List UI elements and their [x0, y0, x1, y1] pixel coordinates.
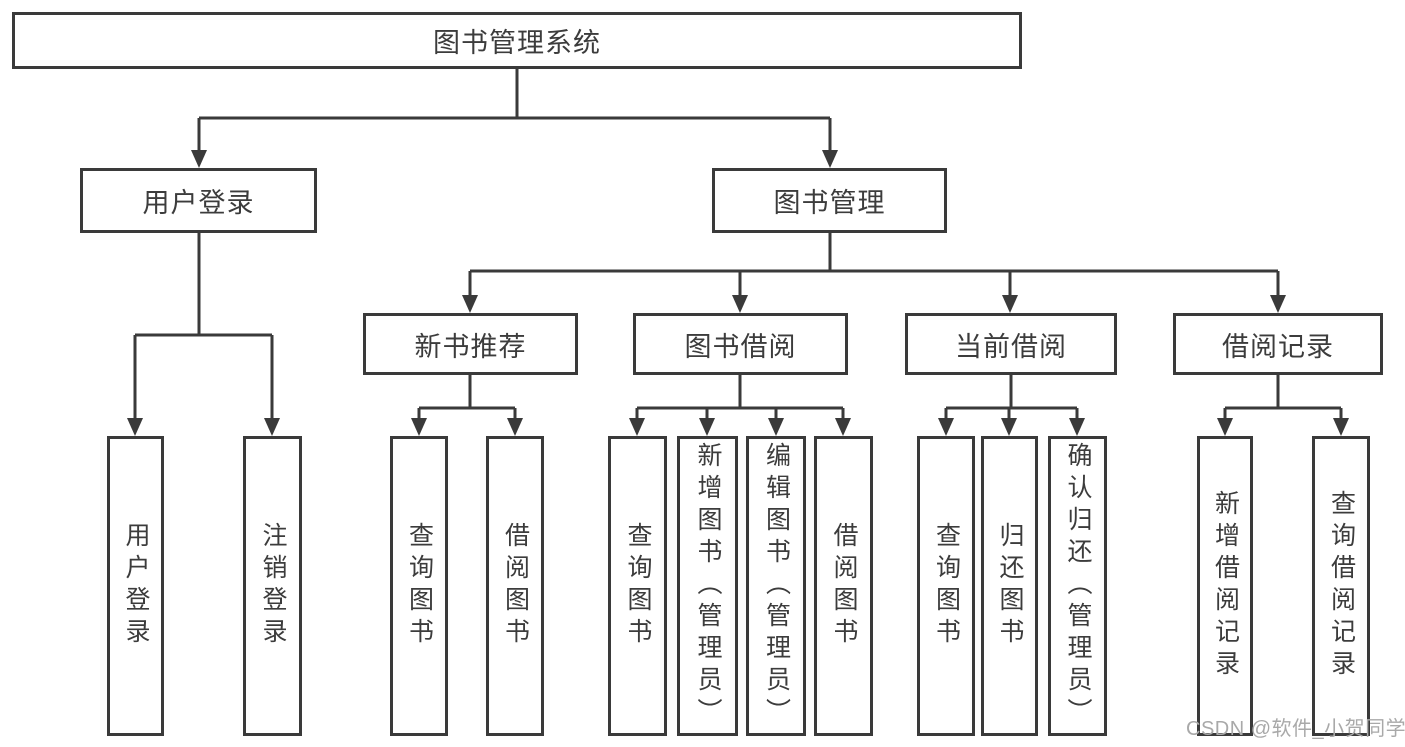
leaf-borrow-book-1: 借阅图书	[486, 436, 544, 736]
node-book-borrowing-label: 图书借阅	[684, 331, 797, 362]
node-current-borrowing-label: 当前借阅	[955, 331, 1067, 362]
node-new-book-recommendation-label: 新书推荐	[414, 331, 527, 362]
leaf-confirm-return-admin-label: 确认归还（管理员）	[1064, 442, 1092, 730]
leaf-query-borrow-record: 查询借阅记录	[1312, 436, 1370, 736]
node-user-login: 用户登录	[80, 168, 317, 233]
leaf-query-book-1: 查询图书	[390, 436, 448, 736]
leaf-borrow-book-2: 借阅图书	[814, 436, 873, 736]
node-root: 图书管理系统	[12, 12, 1022, 69]
node-new-book-recommendation: 新书推荐	[363, 313, 578, 375]
leaf-add-book-admin-label: 新增图书（管理员）	[694, 442, 722, 730]
node-book-management-label: 图书管理	[773, 188, 886, 218]
leaf-edit-book-admin-label: 编辑图书（管理员）	[762, 442, 791, 730]
leaf-logout: 注销登录	[243, 436, 302, 736]
leaf-borrow-book-1-label: 借阅图书	[501, 522, 530, 650]
leaf-edit-book-admin: 编辑图书（管理员）	[746, 436, 806, 736]
leaf-borrow-book-2-label: 借阅图书	[830, 522, 858, 650]
leaf-user-login-label: 用户登录	[122, 522, 150, 650]
node-user-login-label: 用户登录	[142, 188, 255, 218]
csdn-watermark: CSDN @软件_小贺同学	[1186, 718, 1405, 740]
leaf-user-login: 用户登录	[107, 436, 164, 736]
leaf-add-borrow-record: 新增借阅记录	[1197, 436, 1253, 736]
leaf-query-book-3: 查询图书	[917, 436, 975, 736]
leaf-return-book-label: 归还图书	[996, 522, 1024, 650]
node-book-borrowing: 图书借阅	[633, 313, 848, 375]
leaf-logout-label: 注销登录	[259, 522, 287, 650]
node-current-borrowing: 当前借阅	[905, 313, 1117, 375]
node-borrowing-records: 借阅记录	[1173, 313, 1383, 375]
leaf-add-book-admin: 新增图书（管理员）	[677, 436, 738, 736]
node-book-management: 图书管理	[712, 168, 947, 233]
leaf-query-book-2-label: 查询图书	[624, 522, 652, 650]
leaf-query-book-2: 查询图书	[608, 436, 667, 736]
leaf-query-book-1-label: 查询图书	[405, 522, 434, 650]
node-root-label: 图书管理系统	[433, 28, 601, 58]
leaf-add-borrow-record-label: 新增借阅记录	[1211, 490, 1240, 682]
leaf-query-borrow-record-label: 查询借阅记录	[1327, 490, 1356, 682]
leaf-query-book-3-label: 查询图书	[932, 522, 961, 650]
leaf-confirm-return-admin: 确认归还（管理员）	[1048, 436, 1107, 736]
leaf-return-book: 归还图书	[981, 436, 1038, 736]
node-borrowing-records-label: 借阅记录	[1222, 331, 1334, 362]
